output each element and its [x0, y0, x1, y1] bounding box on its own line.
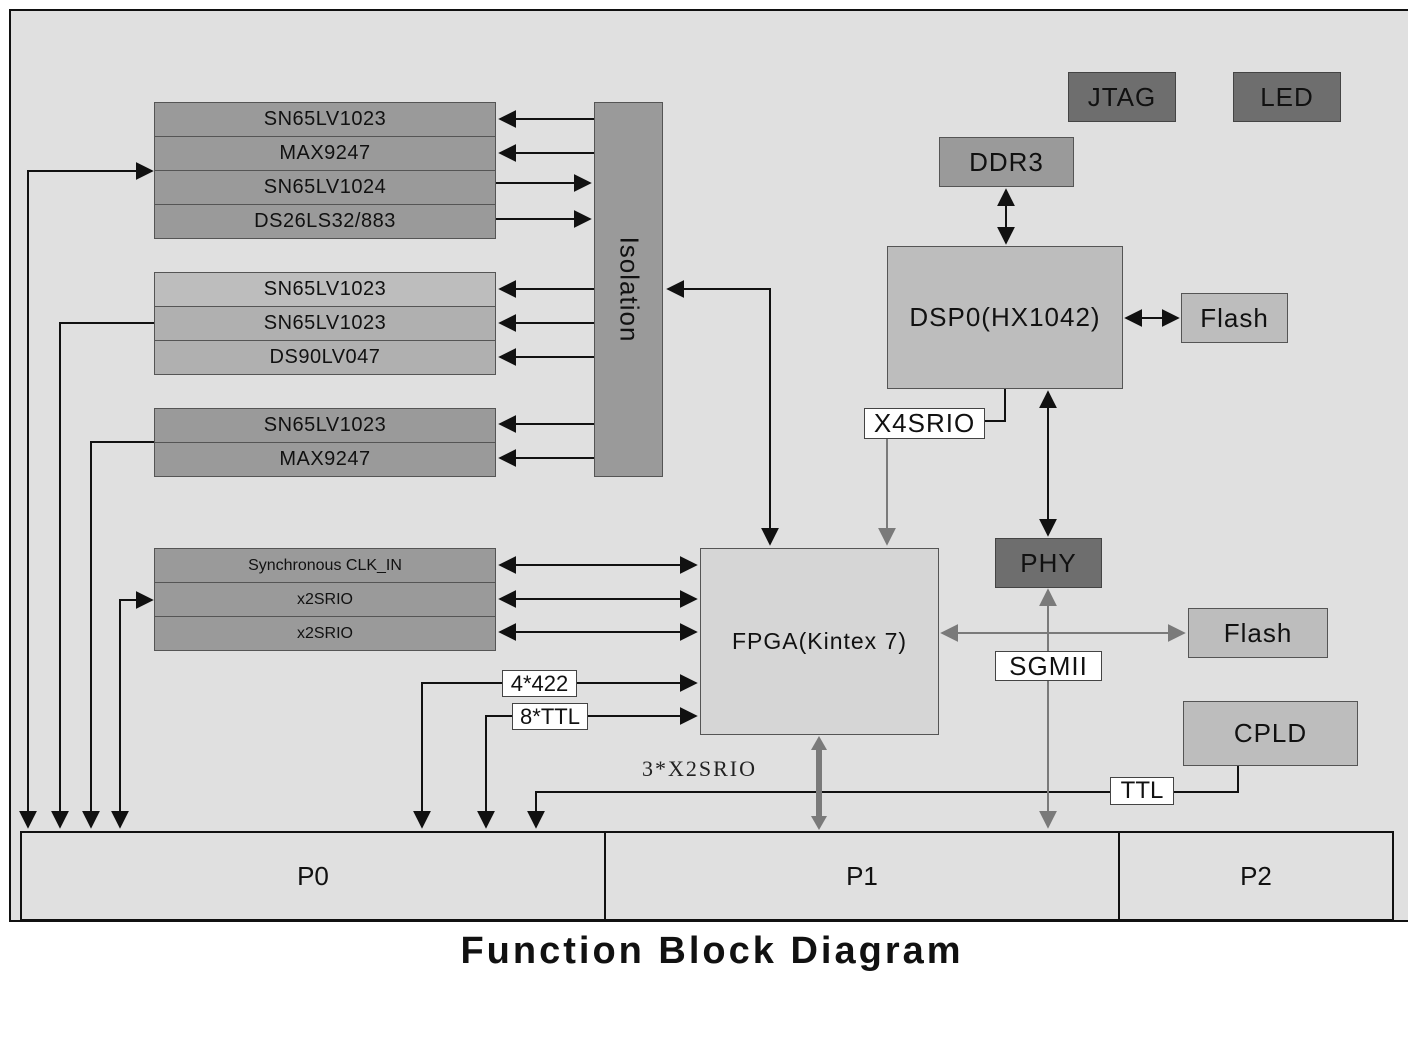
jtag-label: JTAG: [1087, 81, 1157, 112]
label-ttl: TTL: [1110, 777, 1174, 805]
phy-label: PHY: [1020, 547, 1077, 578]
ic-x2srio-1: x2SRIO: [154, 582, 496, 617]
jtag-block: JTAG: [1068, 72, 1176, 122]
isolation-label: Isolation: [614, 236, 644, 343]
ic-label: x2SRIO: [296, 624, 353, 642]
ic-label: MAX9247: [279, 142, 371, 164]
cpld-label: CPLD: [1233, 718, 1308, 748]
ic-label: SN65LV1023: [263, 414, 387, 436]
ddr3-label: DDR3: [969, 146, 1044, 177]
port-p0: P0: [20, 831, 606, 921]
label-text: 8*TTL: [520, 703, 580, 729]
ic-label: Synchronous CLK_IN: [248, 556, 402, 574]
label-4x422: 4*422: [502, 670, 577, 697]
ic-sync-clk-in: Synchronous CLK_IN: [154, 548, 496, 583]
arrow-cpld-ttl-p0: [527, 766, 1239, 829]
dsp-label: DSP0(HX1042): [909, 302, 1101, 332]
label-8xttl: 8*TTL: [512, 703, 588, 730]
bus-arrow-top: [811, 736, 827, 750]
led-label: LED: [1260, 81, 1314, 112]
ic-sn65lv1023-3: SN65LV1023: [154, 306, 496, 341]
label-text: X4SRIO: [873, 408, 976, 438]
port-p1: P1: [604, 831, 1120, 921]
ic-label: SN65LV1023: [263, 312, 387, 334]
ic-sn65lv1023-4: SN65LV1023: [154, 408, 496, 443]
cpld-block: CPLD: [1183, 701, 1358, 766]
ic-label: SN65LV1023: [263, 108, 387, 130]
ic-max9247-1: MAX9247: [154, 136, 496, 171]
flash-label: Flash: [1200, 302, 1269, 333]
led-block: LED: [1233, 72, 1341, 122]
dsp-block: DSP0(HX1042): [887, 246, 1123, 389]
ic-sn65lv1023-2: SN65LV1023: [154, 272, 496, 307]
bus-arrow-bottom: [811, 816, 827, 830]
ic-max9247-2: MAX9247: [154, 442, 496, 477]
line-p0-sn65lv1023-d: [82, 441, 154, 829]
arrow-p0-x2srio-a: [111, 591, 154, 829]
ic-label: SN65LV1024: [263, 176, 387, 198]
arrow-iso-fpga: [666, 280, 779, 546]
port-label: P0: [297, 860, 329, 891]
label-sgmii: SGMII: [995, 651, 1102, 681]
label-text: SGMII: [1009, 650, 1088, 681]
ic-ds26ls32: DS26LS32/883: [154, 204, 496, 239]
label-x4srio: X4SRIO: [864, 408, 985, 439]
flash-dsp-block: Flash: [1181, 293, 1288, 343]
fpga-block: FPGA(Kintex 7): [700, 548, 939, 735]
ic-label: MAX9247: [279, 448, 371, 470]
ic-sn65lv1024: SN65LV1024: [154, 170, 496, 205]
arrow-ttl8-fpga: [477, 707, 698, 829]
flash-label: Flash: [1223, 617, 1293, 648]
fpga-label: FPGA(Kintex 7): [731, 628, 908, 654]
phy-block: PHY: [995, 538, 1102, 588]
port-label: P1: [846, 860, 878, 891]
arrow-422-fpga: [413, 674, 698, 829]
line-dsp-x4srio: [984, 389, 1006, 422]
ic-sn65lv1023-1: SN65LV1023: [154, 102, 496, 137]
ic-label: DS90LV047: [269, 346, 381, 368]
ic-label: SN65LV1023: [263, 278, 387, 300]
label-3x-x2srio: 3*X2SRIO: [642, 756, 758, 781]
flash-fpga-block: Flash: [1188, 608, 1328, 658]
port-label: P2: [1240, 860, 1272, 891]
arrow-p0-max9247-a: [19, 162, 154, 829]
line-p0-sn65lv1023-c: [51, 322, 154, 829]
ic-ds90lv047: DS90LV047: [154, 340, 496, 375]
label-text: 4*422: [510, 670, 569, 696]
ic-label: DS26LS32/883: [254, 210, 396, 232]
ic-label: x2SRIO: [296, 590, 353, 608]
diagram-caption: Function Block Diagram: [460, 930, 964, 972]
isolation-block: Isolation: [594, 102, 663, 477]
label-text: TTL: [1120, 777, 1164, 804]
ic-x2srio-2: x2SRIO: [154, 616, 496, 651]
port-p2: P2: [1118, 831, 1394, 921]
ddr3-block: DDR3: [939, 137, 1074, 187]
